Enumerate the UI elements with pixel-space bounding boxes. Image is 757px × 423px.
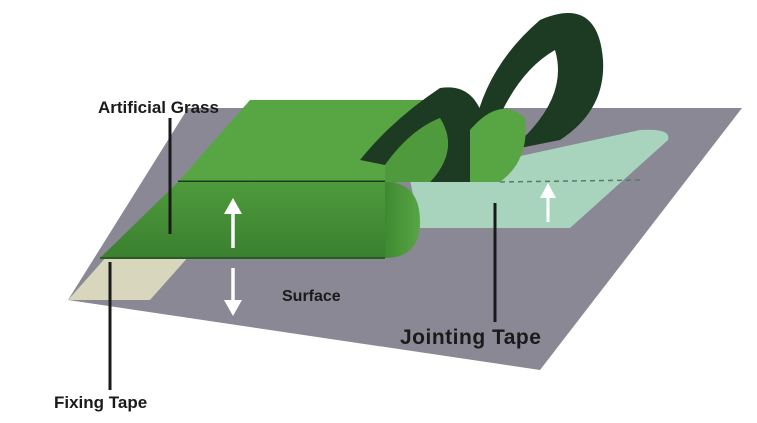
- label-fixing-tape: Fixing Tape: [54, 393, 148, 412]
- grass-sheet-front-top: [100, 182, 395, 258]
- label-surface: Surface: [282, 288, 341, 305]
- fixing-tape: [68, 255, 190, 300]
- grass-roll-front-face: [385, 182, 420, 258]
- grass-roll-back-face: [470, 108, 526, 182]
- arrow-down-left: [224, 268, 242, 316]
- jointing-tape: [410, 129, 669, 228]
- grass-roll-back-underside: [470, 13, 604, 170]
- grass-roll-front-underside: [360, 87, 487, 182]
- arrow-up-left: [224, 198, 242, 248]
- grass-roll-front-top: [385, 118, 448, 182]
- arrow-up-right: [540, 183, 556, 222]
- label-jointing-tape: Jointing Tape: [400, 326, 542, 349]
- label-artificial-grass: Artificial Grass: [98, 98, 219, 117]
